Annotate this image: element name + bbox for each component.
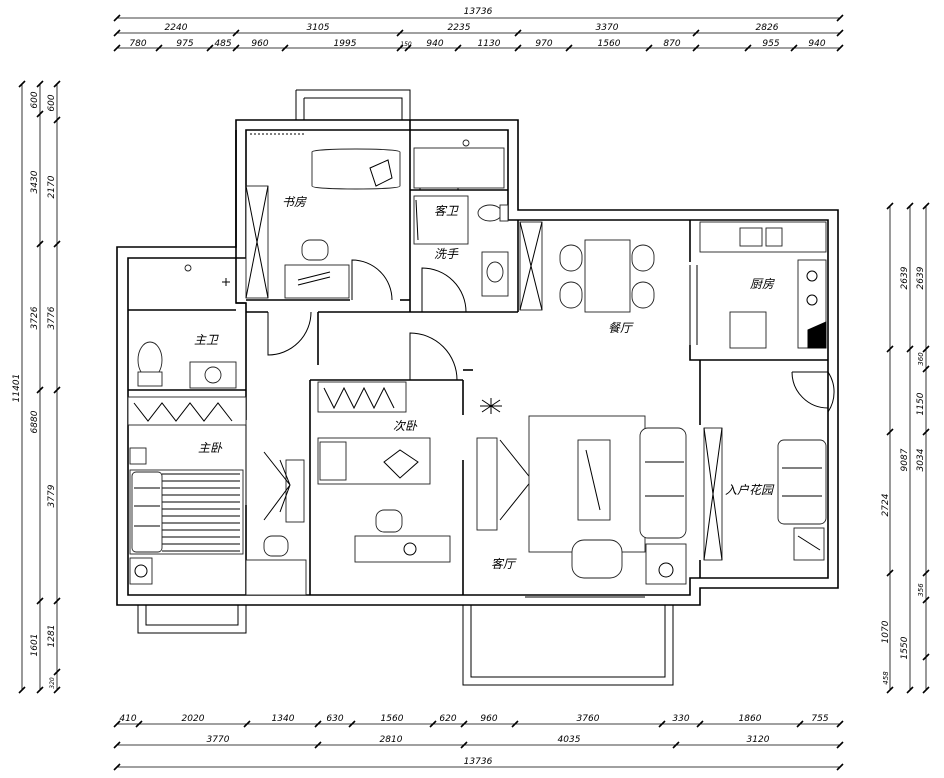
dim-right-inner-5: 356	[917, 583, 925, 597]
dim-top-3-3: 960	[251, 39, 268, 49]
dim-left-inner-4: 1281	[47, 625, 57, 648]
room-label-master-bath: 主卫	[194, 333, 219, 347]
room-label-second-bed: 次卧	[393, 419, 418, 433]
dim-bottom-1-1: 2020	[182, 714, 205, 724]
dim-left-inner-2: 3776	[47, 306, 57, 329]
dim-right-inner-3b: 3034	[916, 448, 926, 471]
dim-top-3-2: 485	[214, 39, 231, 49]
dim-top-2-3: 3370	[596, 23, 619, 33]
dim-top-2-1: 3105	[307, 23, 330, 33]
dim-left-inner-0: 600	[47, 94, 57, 111]
dimension-labels-top: 13736 2240 3105 2235 3370 2826 780 975 4…	[129, 7, 825, 49]
dim-right-inner-2: 1150	[916, 392, 926, 415]
dim-bottom-overall: 13736	[464, 757, 493, 767]
dim-top-3-0: 780	[129, 39, 146, 49]
dim-top-overall: 13736	[464, 7, 493, 17]
room-label-entry-garden: 入户花园	[725, 483, 775, 497]
dim-top-2-0: 2240	[165, 23, 188, 33]
room-label-living: 客厅	[491, 557, 517, 571]
dim-bottom-1-7: 3760	[577, 714, 600, 724]
dim-bottom-1-3: 630	[326, 714, 343, 724]
dim-top-3-10: 870	[663, 39, 680, 49]
dim-bottom-2-2: 4035	[558, 735, 581, 745]
room-label-study: 书房	[282, 195, 307, 209]
dim-bottom-1-0: 410	[119, 714, 136, 724]
dim-left-inner-1: 2170	[47, 175, 57, 198]
room-label-wash: 洗手	[434, 247, 459, 261]
dim-left-outer-3: 6880	[30, 410, 40, 433]
dim-bottom-2-0: 3770	[207, 735, 230, 745]
dim-top-3-7: 1130	[478, 39, 501, 49]
dim-top-3-8: 970	[535, 39, 552, 49]
dim-bottom-1-10: 755	[811, 714, 828, 724]
room-label-kitchen: 厨房	[750, 277, 775, 291]
room-label-master-bed: 主卧	[198, 441, 223, 455]
dim-right-inner-0: 2639	[916, 266, 926, 289]
dim-top-3-9: 1560	[598, 39, 621, 49]
room-label-dining: 餐厅	[608, 321, 634, 335]
dimension-labels-right: 2639 9087 2639 360 1150 3034 3034 2724 3…	[881, 266, 926, 684]
dim-left-inner-5: 320	[49, 677, 56, 689]
dim-right-inner-8: 458	[882, 671, 890, 685]
fixtures	[127, 133, 827, 598]
dim-top-2-4: 2826	[756, 23, 779, 33]
dim-top-3-12: 940	[808, 39, 825, 49]
dimension-labels-left: 11401 600 3430 3726 6880 1601 600 2170 3…	[12, 91, 57, 689]
doors	[245, 149, 835, 505]
dim-top-3-4: 1995	[334, 39, 357, 49]
dim-left-inner-3: 3779	[47, 484, 57, 507]
dim-bottom-1-8: 330	[672, 714, 689, 724]
dim-top-3-6: 940	[426, 39, 443, 49]
room-label-guest-bath: 客卫	[434, 204, 459, 218]
dim-left-outer-2: 3726	[30, 306, 40, 329]
dim-left-outer-0: 600	[30, 91, 40, 108]
dim-right-outer-0: 2639	[900, 266, 910, 289]
dim-bottom-1-2: 1340	[272, 714, 295, 724]
dimension-lines	[18, 14, 930, 771]
dim-top-2-2: 2235	[448, 23, 471, 33]
dim-right-inner-4: 2724	[881, 493, 891, 516]
dim-right-outer-1: 9087	[900, 448, 910, 471]
dim-top-3-1: 975	[176, 39, 193, 49]
dim-bottom-1-9: 1860	[739, 714, 762, 724]
dim-top-3-5: 150	[400, 41, 412, 48]
dim-bottom-1-5: 620	[439, 714, 456, 724]
dim-bottom-1-4: 1560	[381, 714, 404, 724]
dim-left-outer-4: 1601	[30, 634, 40, 657]
dimension-labels-bottom: 410 2020 1340 630 1560 620 960 3760 330 …	[119, 714, 828, 767]
room-labels: 书房 客卫 洗手 餐厅 厨房 主卫 主卧 次卧 客厅 入户花园	[194, 195, 775, 571]
dim-left-overall: 11401	[12, 374, 22, 403]
dim-right-inner-7: 1550	[900, 636, 910, 659]
dim-right-inner-1: 360	[917, 352, 925, 366]
dim-bottom-2-1: 2810	[380, 735, 403, 745]
dim-right-inner-6: 1070	[881, 620, 891, 643]
dim-bottom-1-6: 960	[480, 714, 497, 724]
dim-left-outer-1: 3430	[30, 170, 40, 193]
walls	[116, 89, 839, 686]
dim-top-3-11: 955	[762, 39, 779, 49]
dim-bottom-2-3: 3120	[747, 735, 770, 745]
